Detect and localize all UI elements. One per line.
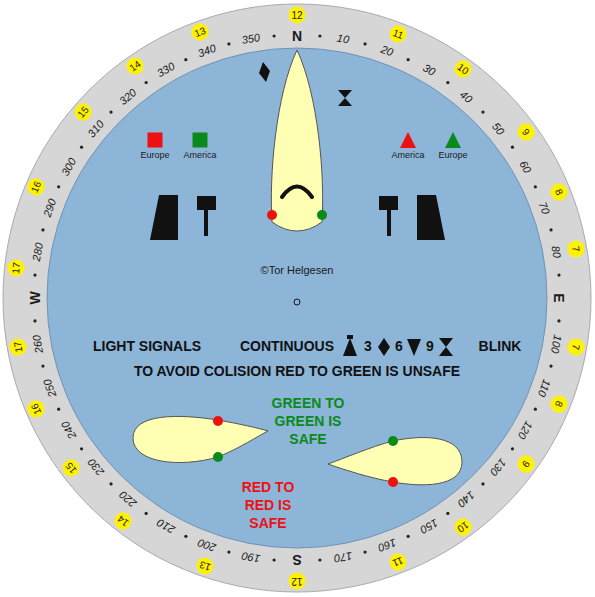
degree-number: 190 (241, 550, 261, 564)
starboard-light (317, 210, 327, 220)
ring-dot (145, 81, 148, 84)
triangle-down-symbol (407, 339, 421, 356)
boat-hull (133, 416, 268, 462)
boat-hull (271, 50, 322, 231)
ring-dot (534, 185, 537, 188)
ring-dot (511, 447, 514, 450)
degree-number: 100 (549, 334, 563, 354)
ring-dot (318, 34, 321, 37)
legend-item: America (170, 132, 230, 160)
rule-note: TO AVOID COLISION RED TO GREEN IS UNSAFE (134, 364, 460, 379)
signal-number: 3 (364, 339, 372, 354)
cardinal-point: N (292, 29, 302, 43)
legend-text: Europe (423, 150, 483, 160)
ring-dot (511, 146, 514, 149)
ring-dot (407, 535, 410, 538)
hourglass-symbol (439, 338, 453, 356)
cardinal-point: S (292, 553, 301, 567)
legend-swatch (148, 133, 163, 148)
ring-dot (184, 535, 187, 538)
ring-dot (557, 273, 560, 276)
ring-dot (557, 319, 560, 322)
ring-dot (481, 110, 484, 113)
diamond-symbol (259, 62, 270, 82)
ring-dot (145, 512, 148, 515)
ring-dot (57, 185, 60, 188)
ring-dot (549, 364, 552, 367)
wheelhouse-mark (282, 187, 312, 198)
signal-label: BLINK (479, 339, 522, 354)
legend-text: America (378, 150, 438, 160)
signal-heading: LIGHT SIGNALS (93, 339, 201, 354)
cardinal-point: E (552, 293, 566, 302)
ring-dot (481, 482, 484, 485)
legend-swatch (445, 132, 461, 148)
inner-disc (47, 48, 547, 548)
ring-dot (272, 34, 275, 37)
ring-dot (109, 110, 112, 113)
legend-item: America (378, 132, 438, 160)
ring-dot (80, 447, 83, 450)
ring-dot (109, 482, 112, 485)
ring-dot (446, 512, 449, 515)
legend-item: Europe (423, 132, 483, 160)
ring-dot (363, 42, 366, 45)
legend-swatch (193, 133, 208, 148)
ring-dot (534, 408, 537, 411)
ring-dot (57, 408, 60, 411)
starboard-light (388, 436, 398, 446)
light-screen (150, 195, 178, 240)
mast-symbol (379, 196, 398, 236)
safe-note: RED TO RED IS SAFE (232, 478, 304, 532)
ring-dot (33, 273, 36, 276)
triangle-up-symbol (343, 338, 357, 356)
ring-dot (407, 58, 410, 61)
clock-number: 12 (289, 7, 306, 24)
signal-number: 6 (395, 339, 403, 354)
light-screen (417, 195, 445, 240)
cardinal-point: W (28, 291, 42, 304)
ring-dot (41, 228, 44, 231)
degree-number: 10 (336, 33, 350, 46)
ring-dot (363, 550, 366, 553)
ring-dot (41, 364, 44, 367)
clock-number: 12 (289, 573, 306, 590)
hourglass-symbol (338, 90, 352, 106)
ring-dot (318, 558, 321, 561)
port-light (388, 477, 398, 487)
ring-dot (272, 558, 275, 561)
outer-ring (3, 4, 591, 592)
degree-number: 80 (550, 245, 563, 259)
degree-number: 170 (333, 550, 353, 564)
triangle-up-symbol (347, 335, 353, 339)
ring-dot (33, 319, 36, 322)
legend-text: America (170, 150, 230, 160)
port-light (267, 210, 277, 220)
copyright-note: ©Tor Helgesen (261, 264, 334, 276)
ring-dot (549, 228, 552, 231)
diamond-symbol (378, 338, 390, 356)
ring-dot (80, 146, 83, 149)
center-mark (294, 299, 300, 305)
ring-dots (33, 34, 560, 561)
ring-dot (184, 58, 187, 61)
legend-swatch (400, 132, 416, 148)
safe-note: GREEN TO GREEN IS SAFE (265, 394, 351, 448)
port-light (213, 416, 223, 426)
signal-number: 9 (426, 339, 434, 354)
legend-text: Europe (125, 150, 185, 160)
starboard-light (213, 452, 223, 462)
ring-dot (227, 550, 230, 553)
mast-symbol (197, 196, 216, 236)
ring-dot (446, 81, 449, 84)
legend-item: Europe (125, 132, 185, 160)
signal-label: CONTINUOUS (240, 339, 334, 354)
ring-dot (227, 42, 230, 45)
